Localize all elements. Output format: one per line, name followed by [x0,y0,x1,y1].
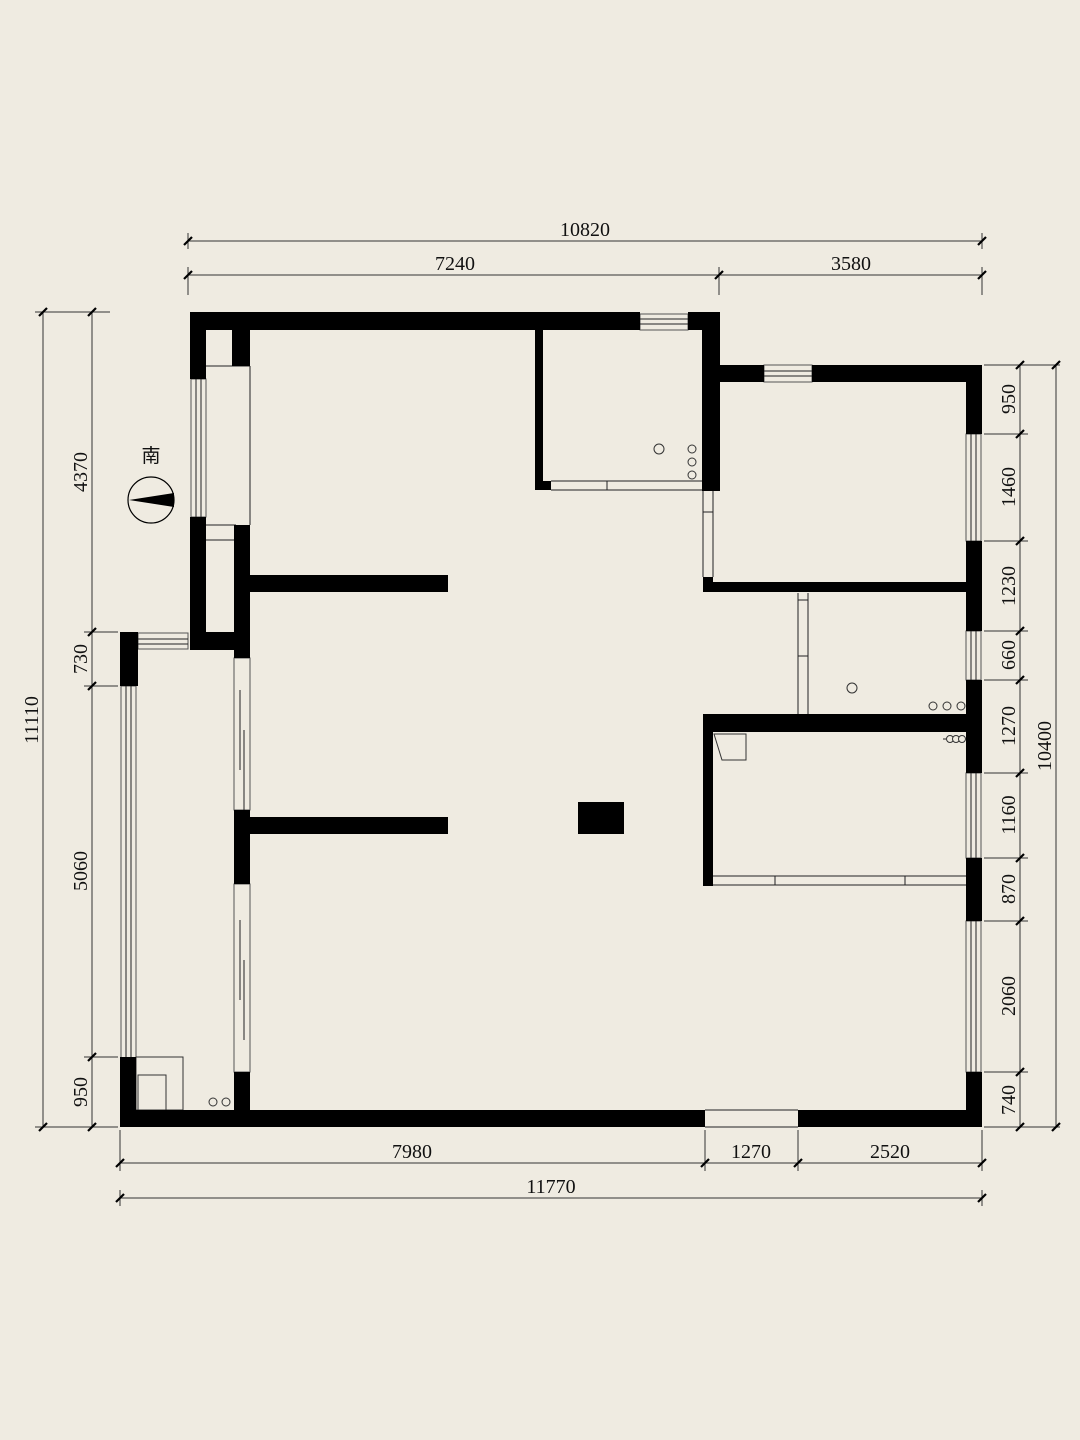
dimension-lines [35,233,1061,1206]
tap-icon [928,701,938,711]
kitchen-counter-corner [713,733,747,761]
drain-icon [653,443,665,455]
tap-icon [687,444,697,454]
dim-bottom-right: 2520 [870,1141,910,1163]
tap-icon [942,701,952,711]
dimension-labels: 10820 7240 3580 7980 1270 2520 11770 111… [21,219,1056,1198]
dim-right-seg-4: 660 [998,640,1020,670]
dim-top-right: 3580 [831,253,871,275]
compass: 南 [127,445,175,524]
dim-right-seg-2: 1460 [998,467,1020,507]
dim-left-upper-mid: 730 [70,644,92,674]
north-arrow-icon [129,493,174,507]
dim-right-seg-6: 1160 [998,795,1020,834]
tap-icon [687,457,697,467]
dim-right-total: 10400 [1034,721,1056,771]
tap-icon [956,701,966,711]
sliding-door-lower [233,883,251,1073]
dim-left-lower-mid: 5060 [70,851,92,891]
dim-top-total: 10820 [560,219,610,241]
dim-left-top: 4370 [70,452,92,492]
window-right-2 [965,630,982,681]
tap-icon [208,1097,218,1107]
dim-left-bottom: 950 [70,1077,92,1107]
laundry-basin [137,1074,167,1111]
sliding-door-upper [233,657,251,811]
dim-left-total: 11110 [21,696,43,744]
dim-right-seg-8: 2060 [998,976,1020,1016]
tap-icon [687,470,697,480]
dim-right-seg-9: 740 [998,1085,1020,1115]
window-right-3 [965,772,982,859]
structural-column [578,802,624,834]
thin-lines [120,313,982,1128]
tap-icon [958,735,966,743]
dim-right-seg-5: 1270 [998,706,1020,746]
window-right-top [763,364,813,383]
window-top [639,313,689,331]
window-balcony-top [137,632,189,650]
window-left-upper [190,378,207,518]
window-right-4 [965,920,982,1073]
drain-icon [846,682,858,694]
dim-bottom-left: 7980 [392,1141,432,1163]
window-right-1 [965,433,982,542]
window-balcony-left [120,685,137,1059]
dim-right-seg-7: 870 [998,874,1020,904]
dim-right-seg-3: 1230 [998,566,1020,606]
dim-bottom-total: 11770 [526,1176,575,1198]
dim-bottom-mid: 1270 [731,1141,771,1163]
compass-label: 南 [141,445,160,467]
dim-top-left: 7240 [435,253,475,275]
tap-icon [221,1097,231,1107]
walls [120,312,982,1127]
dim-right-seg-1: 950 [998,384,1020,414]
